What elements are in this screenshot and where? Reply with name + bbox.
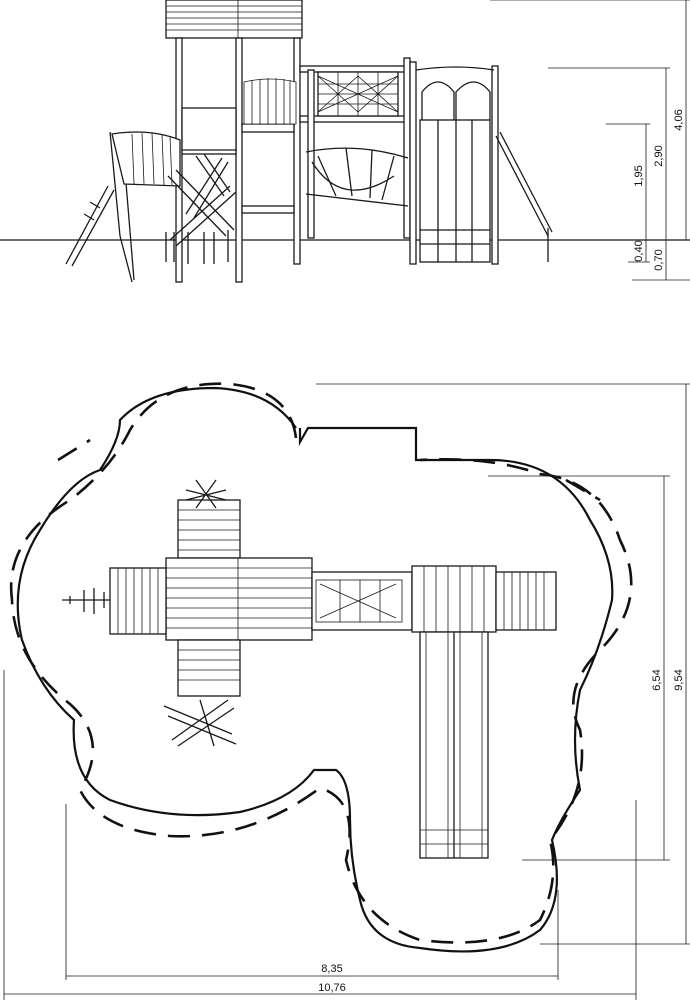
bridge-elevation <box>299 57 415 239</box>
tower-panel <box>243 78 297 125</box>
dim-0-70: 0,70 <box>653 249 665 270</box>
tower-posts <box>175 37 301 283</box>
dim-8-35: 8,35 <box>321 963 342 975</box>
plan-dimension-lines <box>3 383 690 1000</box>
dim-6-54: 6,54 <box>651 669 663 690</box>
x-supports <box>165 153 237 264</box>
plan-view: 8,35 10,76 6,54 9,54 <box>3 382 690 1000</box>
slide-deck <box>411 565 557 633</box>
elevation-dimension-lines <box>490 0 690 281</box>
south-deck <box>163 639 241 747</box>
double-slide-plan <box>419 631 489 859</box>
climbing-wall <box>65 131 181 283</box>
dim-2-90: 2,90 <box>653 145 665 166</box>
dim-4-06: 4,06 <box>673 109 685 130</box>
safety-zone-solid <box>16 386 614 953</box>
safety-zone-dashed <box>9 382 633 944</box>
dim-1-95: 1,95 <box>633 165 645 186</box>
elevation-view: 4,06 2,90 1,95 0,40 0,70 <box>0 0 690 283</box>
dim-0-40: 0,40 <box>633 240 645 261</box>
north-deck <box>177 479 241 559</box>
main-tower-deck <box>165 557 313 641</box>
bridge-plan <box>311 571 413 631</box>
dim-10-76: 10,76 <box>318 982 346 994</box>
dim-9-54: 9,54 <box>673 669 685 690</box>
slide-elevation <box>409 61 553 265</box>
west-deck <box>62 567 167 635</box>
